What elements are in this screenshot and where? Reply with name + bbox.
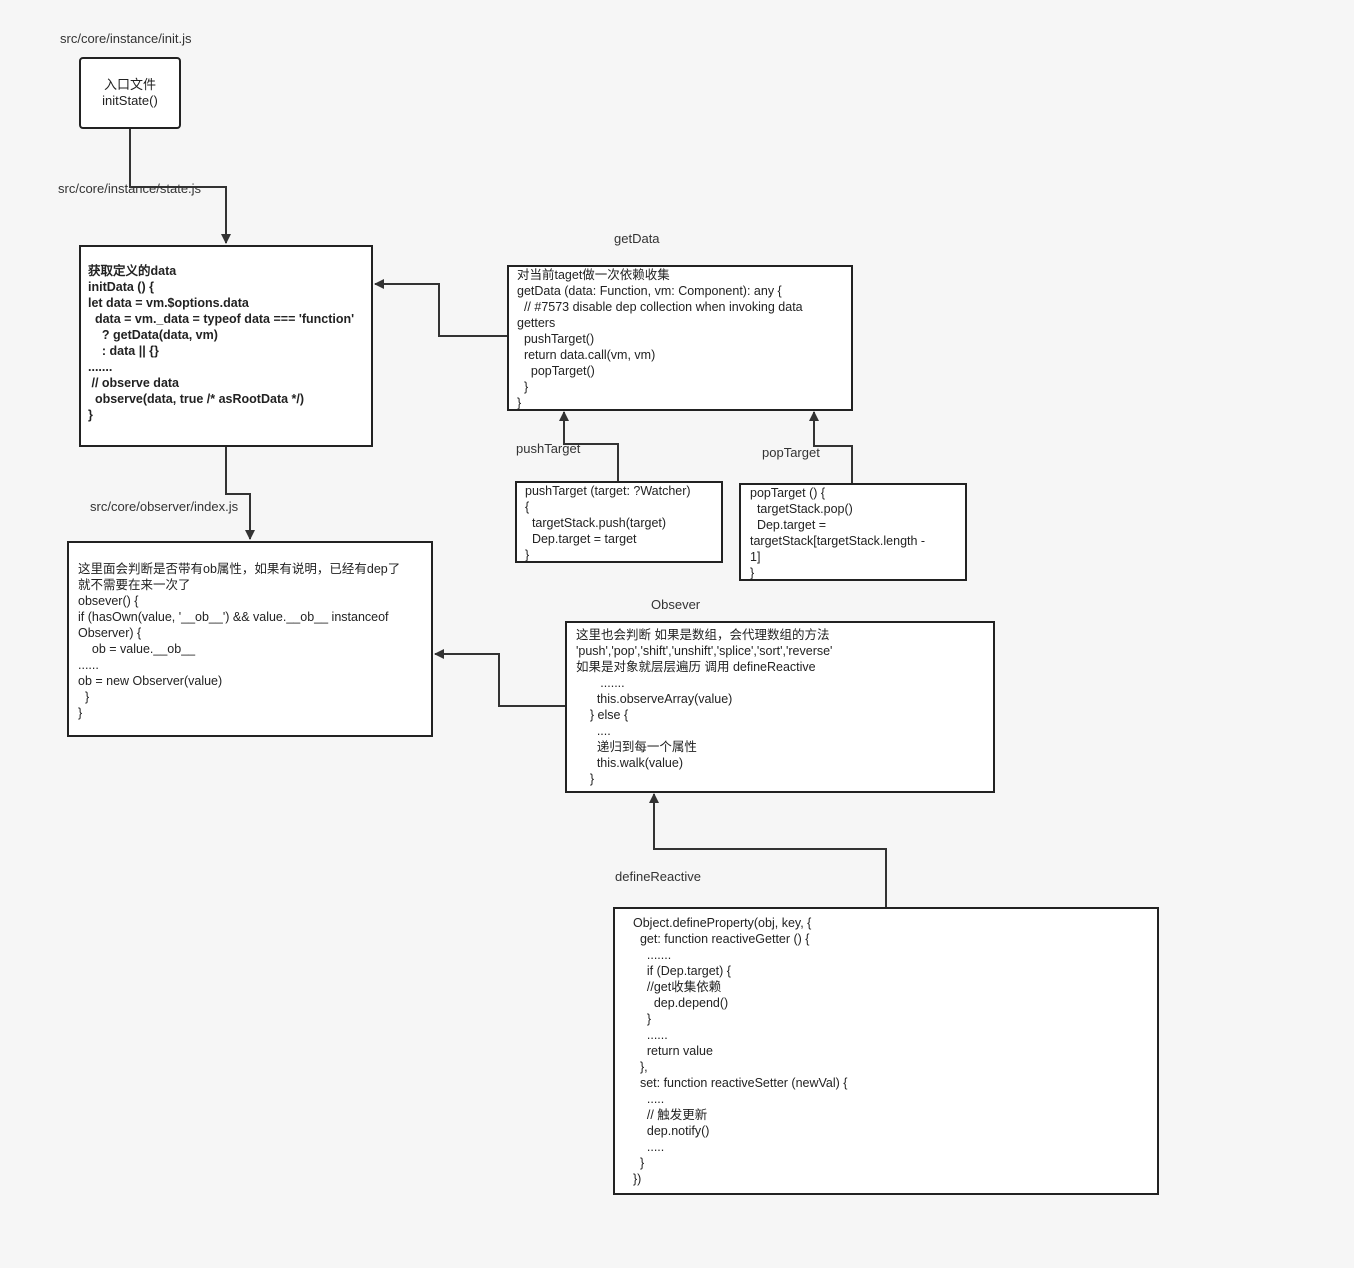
define-reactive-code: Object.defineProperty(obj, key, { get: f… [633,916,848,1186]
label-obsever: Obsever [651,597,701,612]
arrow-initdata-to-observe [225,446,255,540]
pop-target-node[interactable]: popTarget () { targetStack.pop() Dep.tar… [739,483,967,581]
arrow-definereactive-to-observer [649,793,887,908]
observe-code: 这里面会判断是否带有ob属性，如果有说明，已经有dep了 就不需要在来一次了 o… [78,562,401,720]
arrow-observer-to-observe [434,649,566,707]
label-define-reactive: defineReactive [615,869,701,884]
init-data-node[interactable]: 获取定义的data initData () { let data = vm.$o… [79,245,373,447]
entry-line2: initState() [102,93,158,108]
arrow-getdata-to-initdata [374,279,508,337]
define-reactive-node[interactable]: Object.defineProperty(obj, key, { get: f… [613,907,1159,1195]
arrow-entry-to-initdata [129,128,231,244]
label-state-js: src/core/instance/state.js [58,181,202,196]
label-poptarget: popTarget [762,445,820,460]
init-data-code: 获取定义的data initData () { let data = vm.$o… [88,264,355,422]
push-target-node[interactable]: pushTarget (target: ?Watcher) { targetSt… [515,481,723,563]
observer-code: 这里也会判断 如果是数组，会代理数组的方法 'push','pop','shif… [576,628,833,786]
label-getdata: getData [614,231,660,246]
arrow-poptarget-to-getdata [809,411,853,484]
label-init-js: src/core/instance/init.js [60,31,192,46]
entry-line1: 入口文件 [103,77,156,92]
push-target-code: pushTarget (target: ?Watcher) { targetSt… [525,484,691,562]
observer-node[interactable]: 这里也会判断 如果是数组，会代理数组的方法 'push','pop','shif… [565,621,995,793]
label-pushtarget: pushTarget [516,441,581,456]
arrow-pushtarget-to-getdata [559,411,619,482]
entry-node[interactable]: 入口文件 initState() [79,57,181,129]
get-data-node[interactable]: 对当前taget做一次依赖收集 getData (data: Function,… [507,265,853,411]
pop-target-code: popTarget () { targetStack.pop() Dep.tar… [750,486,926,580]
get-data-code: 对当前taget做一次依赖收集 getData (data: Function,… [517,268,803,410]
label-observer-index-js: src/core/observer/index.js [90,499,239,514]
observe-node[interactable]: 这里面会判断是否带有ob属性，如果有说明，已经有dep了 就不需要在来一次了 o… [67,541,433,737]
